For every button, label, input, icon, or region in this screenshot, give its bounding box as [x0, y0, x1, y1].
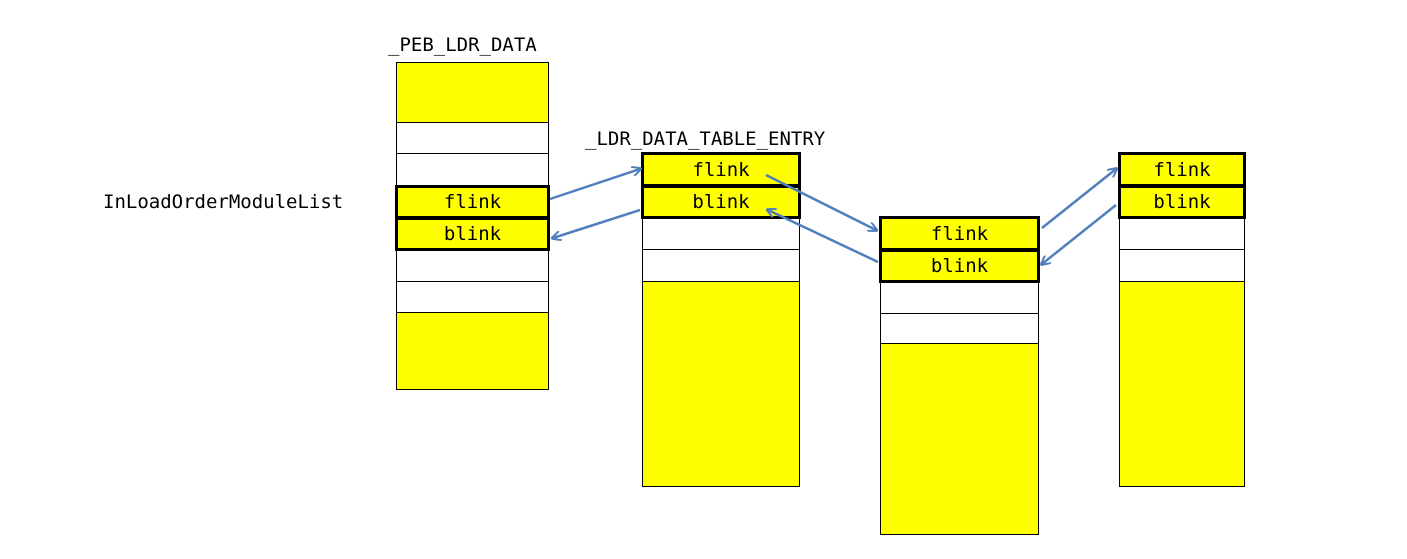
peb-empty-field — [396, 250, 549, 282]
entry1-blink-to-peb-arrow — [553, 208, 641, 238]
peb-empty-field — [396, 281, 549, 313]
entry2-flink-to-entry3-arrow — [1041, 169, 1116, 229]
entry1-empty-field — [642, 218, 800, 250]
entry1-empty-field — [642, 249, 800, 282]
ldr-data-table-entry-title: _LDR_DATA_TABLE_ENTRY — [585, 128, 826, 150]
entry2-flink-field: flink — [879, 216, 1040, 251]
peb-blink-field: blink — [395, 217, 550, 251]
entry2-empty-field — [880, 313, 1039, 344]
peb-flink-field: flink — [395, 185, 550, 219]
peb-empty-field — [396, 153, 549, 186]
peb-empty-field — [396, 122, 549, 154]
in-load-order-module-list-label: InLoadOrderModuleList — [103, 191, 344, 213]
entry3-blink-to-entry2-arrow — [1042, 204, 1117, 264]
peb-header-region — [396, 62, 549, 123]
peb-ldr-data-title: _PEB_LDR_DATA — [388, 34, 537, 56]
entry3-tail-region — [1119, 281, 1245, 487]
entry1-tail-region — [642, 281, 800, 487]
entry3-empty-field — [1119, 249, 1245, 282]
entry3-flink-field: flink — [1118, 152, 1246, 187]
entry2-tail-region — [880, 343, 1039, 535]
entry2-empty-field — [880, 282, 1039, 314]
entry3-empty-field — [1119, 218, 1245, 250]
entry1-flink-field: flink — [641, 152, 801, 187]
peb-flink-to-entry1-arrow — [549, 169, 640, 201]
peb-tail-region — [396, 312, 549, 390]
entry1-blink-field: blink — [641, 185, 801, 219]
entry3-blink-field: blink — [1118, 185, 1246, 219]
entry2-blink-field: blink — [879, 249, 1040, 283]
